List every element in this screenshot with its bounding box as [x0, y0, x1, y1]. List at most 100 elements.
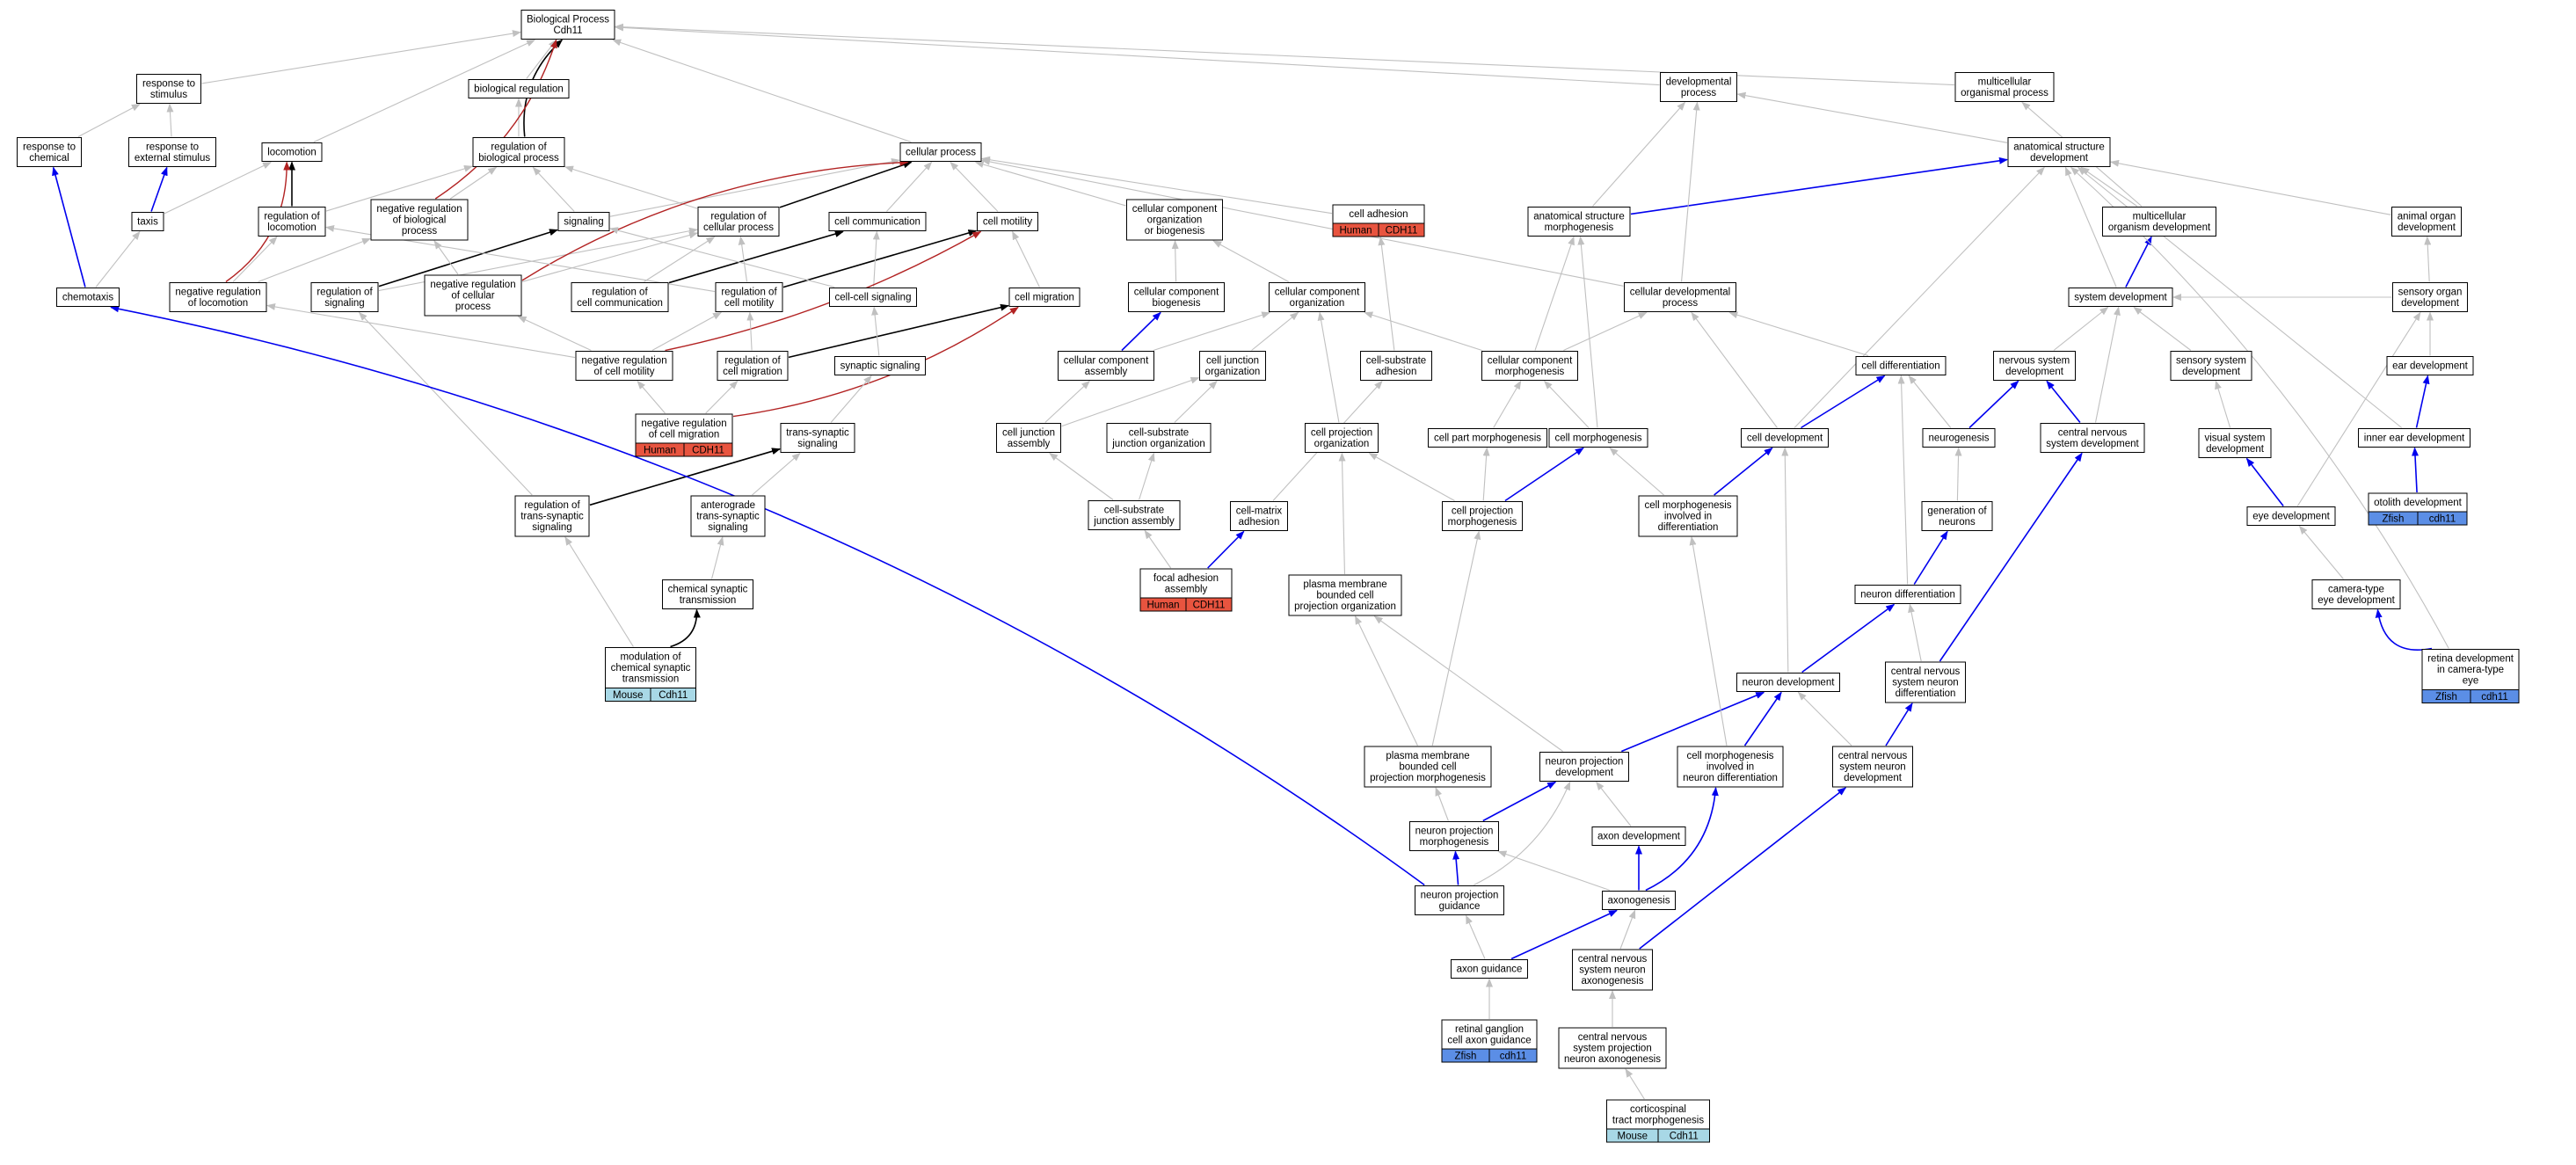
- term-node-system-development[interactable]: system development: [2068, 288, 2173, 307]
- is-a-edge: [1061, 376, 1200, 427]
- part-of-edge: [110, 305, 1425, 886]
- term-node-cell-development[interactable]: cell development: [1741, 428, 1829, 448]
- gene-badge-label: CDH11: [1386, 226, 1418, 237]
- term-label-line: eye development: [2318, 595, 2395, 606]
- term-node-neuron-differentiation[interactable]: neuron differentiation: [1854, 585, 1961, 604]
- term-node-inner-ear-development[interactable]: inner ear development: [2358, 428, 2470, 448]
- term-node-box: [2392, 282, 2468, 312]
- term-node-cell-communication[interactable]: cell communication: [828, 212, 927, 231]
- term-node-biological-regulation[interactable]: biological regulation: [468, 79, 570, 98]
- term-node-axon-guidance[interactable]: axon guidance: [1451, 959, 1528, 979]
- term-node-cell-migration[interactable]: cell migration: [1008, 288, 1081, 307]
- term-node-synaptic-signaling[interactable]: synaptic signaling: [834, 356, 926, 375]
- is-a-edge: [981, 158, 1624, 287]
- term-node-cellular-process[interactable]: cellular process: [899, 142, 982, 162]
- term-node-axon-development[interactable]: axon development: [1591, 826, 1686, 846]
- term-node-signaling[interactable]: signaling: [557, 212, 610, 231]
- term-node-taxis[interactable]: taxis: [131, 212, 164, 231]
- term-node-cell-differentiation[interactable]: cell differentiation: [1855, 356, 1947, 375]
- is-a-edge: [871, 306, 880, 356]
- term-node-ear-development[interactable]: ear development: [2386, 356, 2474, 375]
- term-node-cell-morphogenesis[interactable]: cell morphogenesis: [1548, 428, 1648, 448]
- term-node-cell-motility[interactable]: cell motility: [977, 212, 1038, 231]
- term-node-chemotaxis[interactable]: chemotaxis: [56, 288, 120, 307]
- term-node-cell-part-morphogenesis[interactable]: cell part morphogenesis: [1428, 428, 1547, 448]
- term-node-axonogenesis[interactable]: axonogenesis: [1602, 891, 1676, 910]
- term-node-locomotion[interactable]: locomotion: [261, 142, 323, 162]
- term-node-neurogenesis[interactable]: neurogenesis: [1922, 428, 1996, 448]
- term-node-cell-cell-signaling[interactable]: cell-cell signaling: [829, 288, 917, 307]
- term-node-box: [1885, 661, 1966, 703]
- is-a-edge: [2133, 306, 2192, 351]
- term-node-box: [1638, 495, 1738, 537]
- term-node-eye-development[interactable]: eye development: [2246, 506, 2336, 526]
- term-node-neuron-development[interactable]: neuron development: [1736, 673, 1840, 692]
